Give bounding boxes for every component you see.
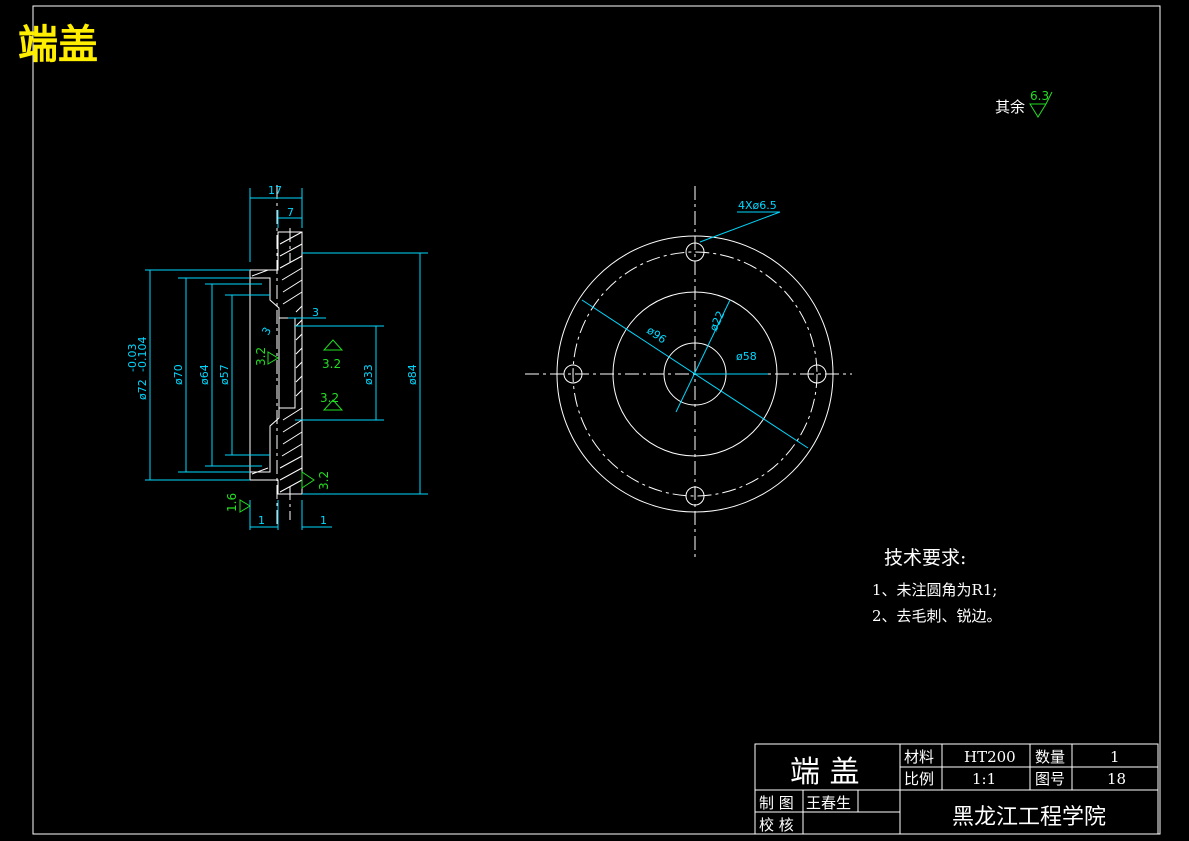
section-outline bbox=[249, 231, 303, 495]
dim-phi70: ø70 bbox=[172, 364, 185, 385]
drawing-frame bbox=[32, 5, 1161, 835]
drawing-no-value: 18 bbox=[1107, 770, 1126, 788]
dim-phi72: ø72 bbox=[136, 379, 149, 400]
drawn-label: 制 图 bbox=[759, 794, 794, 812]
bolt-hole-top bbox=[685, 242, 705, 262]
tech-req-item-1: 1、未注圆角为R1; bbox=[872, 581, 997, 599]
section-hatch bbox=[251, 231, 303, 493]
dim-1-right: 1 bbox=[320, 514, 327, 527]
roughness-3-2-c: 3.2 bbox=[320, 391, 339, 405]
roughness-symbols-section bbox=[239, 339, 344, 513]
scale-label: 比例 bbox=[904, 770, 934, 788]
dim-17: 17 bbox=[268, 184, 282, 197]
middle-circle bbox=[612, 291, 778, 457]
dim-1-left: 1 bbox=[258, 514, 265, 527]
roughness-1-6: 1.6 bbox=[225, 493, 239, 512]
drawing-no-label: 图号 bbox=[1035, 770, 1065, 788]
drawing-title: 端盖 bbox=[18, 22, 98, 68]
dim-7: 7 bbox=[287, 206, 294, 219]
dim-phi72-tol-lower: -0.104 bbox=[136, 337, 149, 372]
dim-phi84: ø84 bbox=[406, 364, 419, 385]
surface-note-label: 其余 bbox=[995, 98, 1025, 116]
dim-phi33: ø33 bbox=[362, 364, 375, 385]
bolt-hole-bottom bbox=[685, 486, 705, 506]
roughness-3-2-b: 3.2 bbox=[322, 357, 341, 371]
scale-value: 1:1 bbox=[972, 770, 996, 788]
drawn-value: 王春生 bbox=[806, 794, 851, 812]
dim-holes: 4Xø6.5 bbox=[738, 199, 777, 212]
school-name: 黑龙江工程学院 bbox=[952, 805, 1106, 830]
bolt-hole-right bbox=[807, 364, 827, 384]
dim-chamfer: 3 bbox=[259, 325, 274, 338]
tech-req-item-2: 2、去毛刺、锐边。 bbox=[872, 607, 1002, 625]
bolt-circle bbox=[572, 251, 818, 497]
dim-phi57: ø57 bbox=[218, 364, 231, 385]
title-block-part-name: 端 盖 bbox=[790, 755, 860, 790]
tech-req-heading: 技术要求: bbox=[884, 547, 966, 569]
section-dimension-lines bbox=[145, 188, 428, 530]
dim-phi64: ø64 bbox=[198, 364, 211, 385]
quantity-value: 1 bbox=[1110, 748, 1120, 766]
section-view bbox=[249, 185, 303, 528]
title-block-grid bbox=[754, 743, 1159, 835]
checked-label: 校 核 bbox=[759, 816, 794, 834]
dim-3: 3 bbox=[312, 306, 319, 319]
dim-phi72-tol-upper: -0.03 bbox=[126, 344, 139, 372]
roughness-symbol bbox=[1029, 91, 1053, 118]
roughness-3-2-d: 3.2 bbox=[317, 471, 331, 490]
quantity-label: 数量 bbox=[1035, 748, 1065, 766]
bolt-hole-left bbox=[563, 364, 583, 384]
outer-circle bbox=[556, 235, 834, 513]
surface-note-value: 6.3 bbox=[1030, 89, 1049, 103]
front-dimension-lines bbox=[581, 211, 809, 449]
material-value: HT200 bbox=[964, 748, 1016, 766]
roughness-3-2-a: 3.2 bbox=[254, 347, 268, 366]
material-label: 材料 bbox=[904, 748, 934, 766]
front-view bbox=[525, 186, 852, 560]
dim-phi58: ø58 bbox=[736, 350, 757, 363]
